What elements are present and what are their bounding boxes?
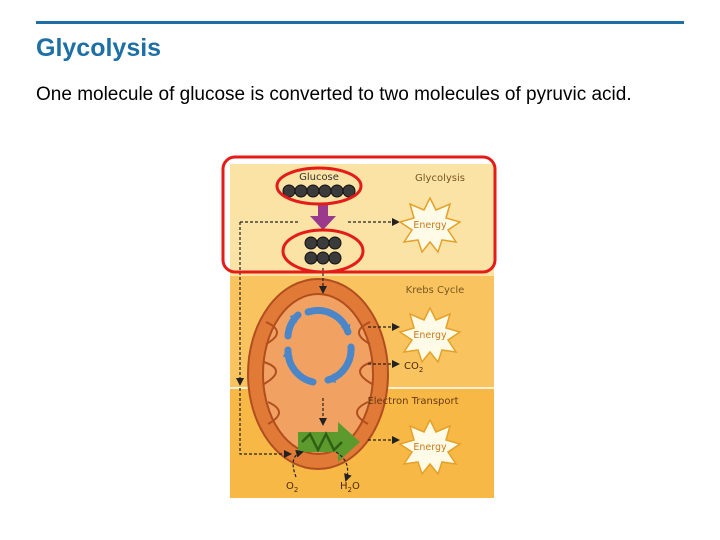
glycolysis-label: Glycolysis (415, 173, 465, 184)
flow-arrows (236, 218, 400, 482)
krebs-cycle-label: Krebs Cycle (406, 285, 465, 296)
energy-label-krebs: Energy (413, 330, 447, 341)
co2-main: CO (404, 361, 419, 372)
mitochondrion-inner (262, 293, 374, 455)
glucose-highlight-circle (275, 166, 363, 206)
cellular-respiration-diagram: Glucose Glycolysis Krebs Cycle Electron … (218, 152, 500, 502)
energy-burst-krebs (398, 306, 462, 364)
page-title: Glycolysis (36, 34, 162, 62)
pyruvic-acid-molecules (304, 236, 342, 265)
glycolysis-arrow (310, 204, 336, 230)
h2o-subscript: 2 (348, 486, 352, 494)
co2-subscript: 2 (419, 366, 423, 374)
energy-burst-glycolysis (398, 196, 462, 254)
co2-label: CO2 (404, 361, 423, 374)
h2o-h: H (340, 481, 348, 492)
glucose-label: Glucose (299, 172, 339, 183)
title-rule (36, 21, 684, 24)
o2-label: O2 (286, 481, 298, 494)
energy-burst-electron-transport (398, 418, 462, 476)
electron-transport-label: Electron Transport (367, 396, 458, 407)
electron-zigzag (301, 431, 343, 453)
o2-main: O (286, 481, 294, 492)
body-text: One molecule of glucose is converted to … (36, 84, 632, 105)
pyruvic-acid-highlight-circle (281, 228, 365, 274)
mitochondrion-cristae (263, 321, 373, 425)
h2o-o: O (352, 481, 360, 492)
o2-subscript: 2 (294, 486, 298, 494)
h2o-label: H2O (340, 481, 360, 494)
energy-label-glycolysis: Energy (413, 220, 447, 231)
glycolysis-highlight-box (221, 155, 497, 274)
energy-label-electron-transport: Energy (413, 442, 447, 453)
krebs-cycle-arrows (282, 306, 355, 386)
